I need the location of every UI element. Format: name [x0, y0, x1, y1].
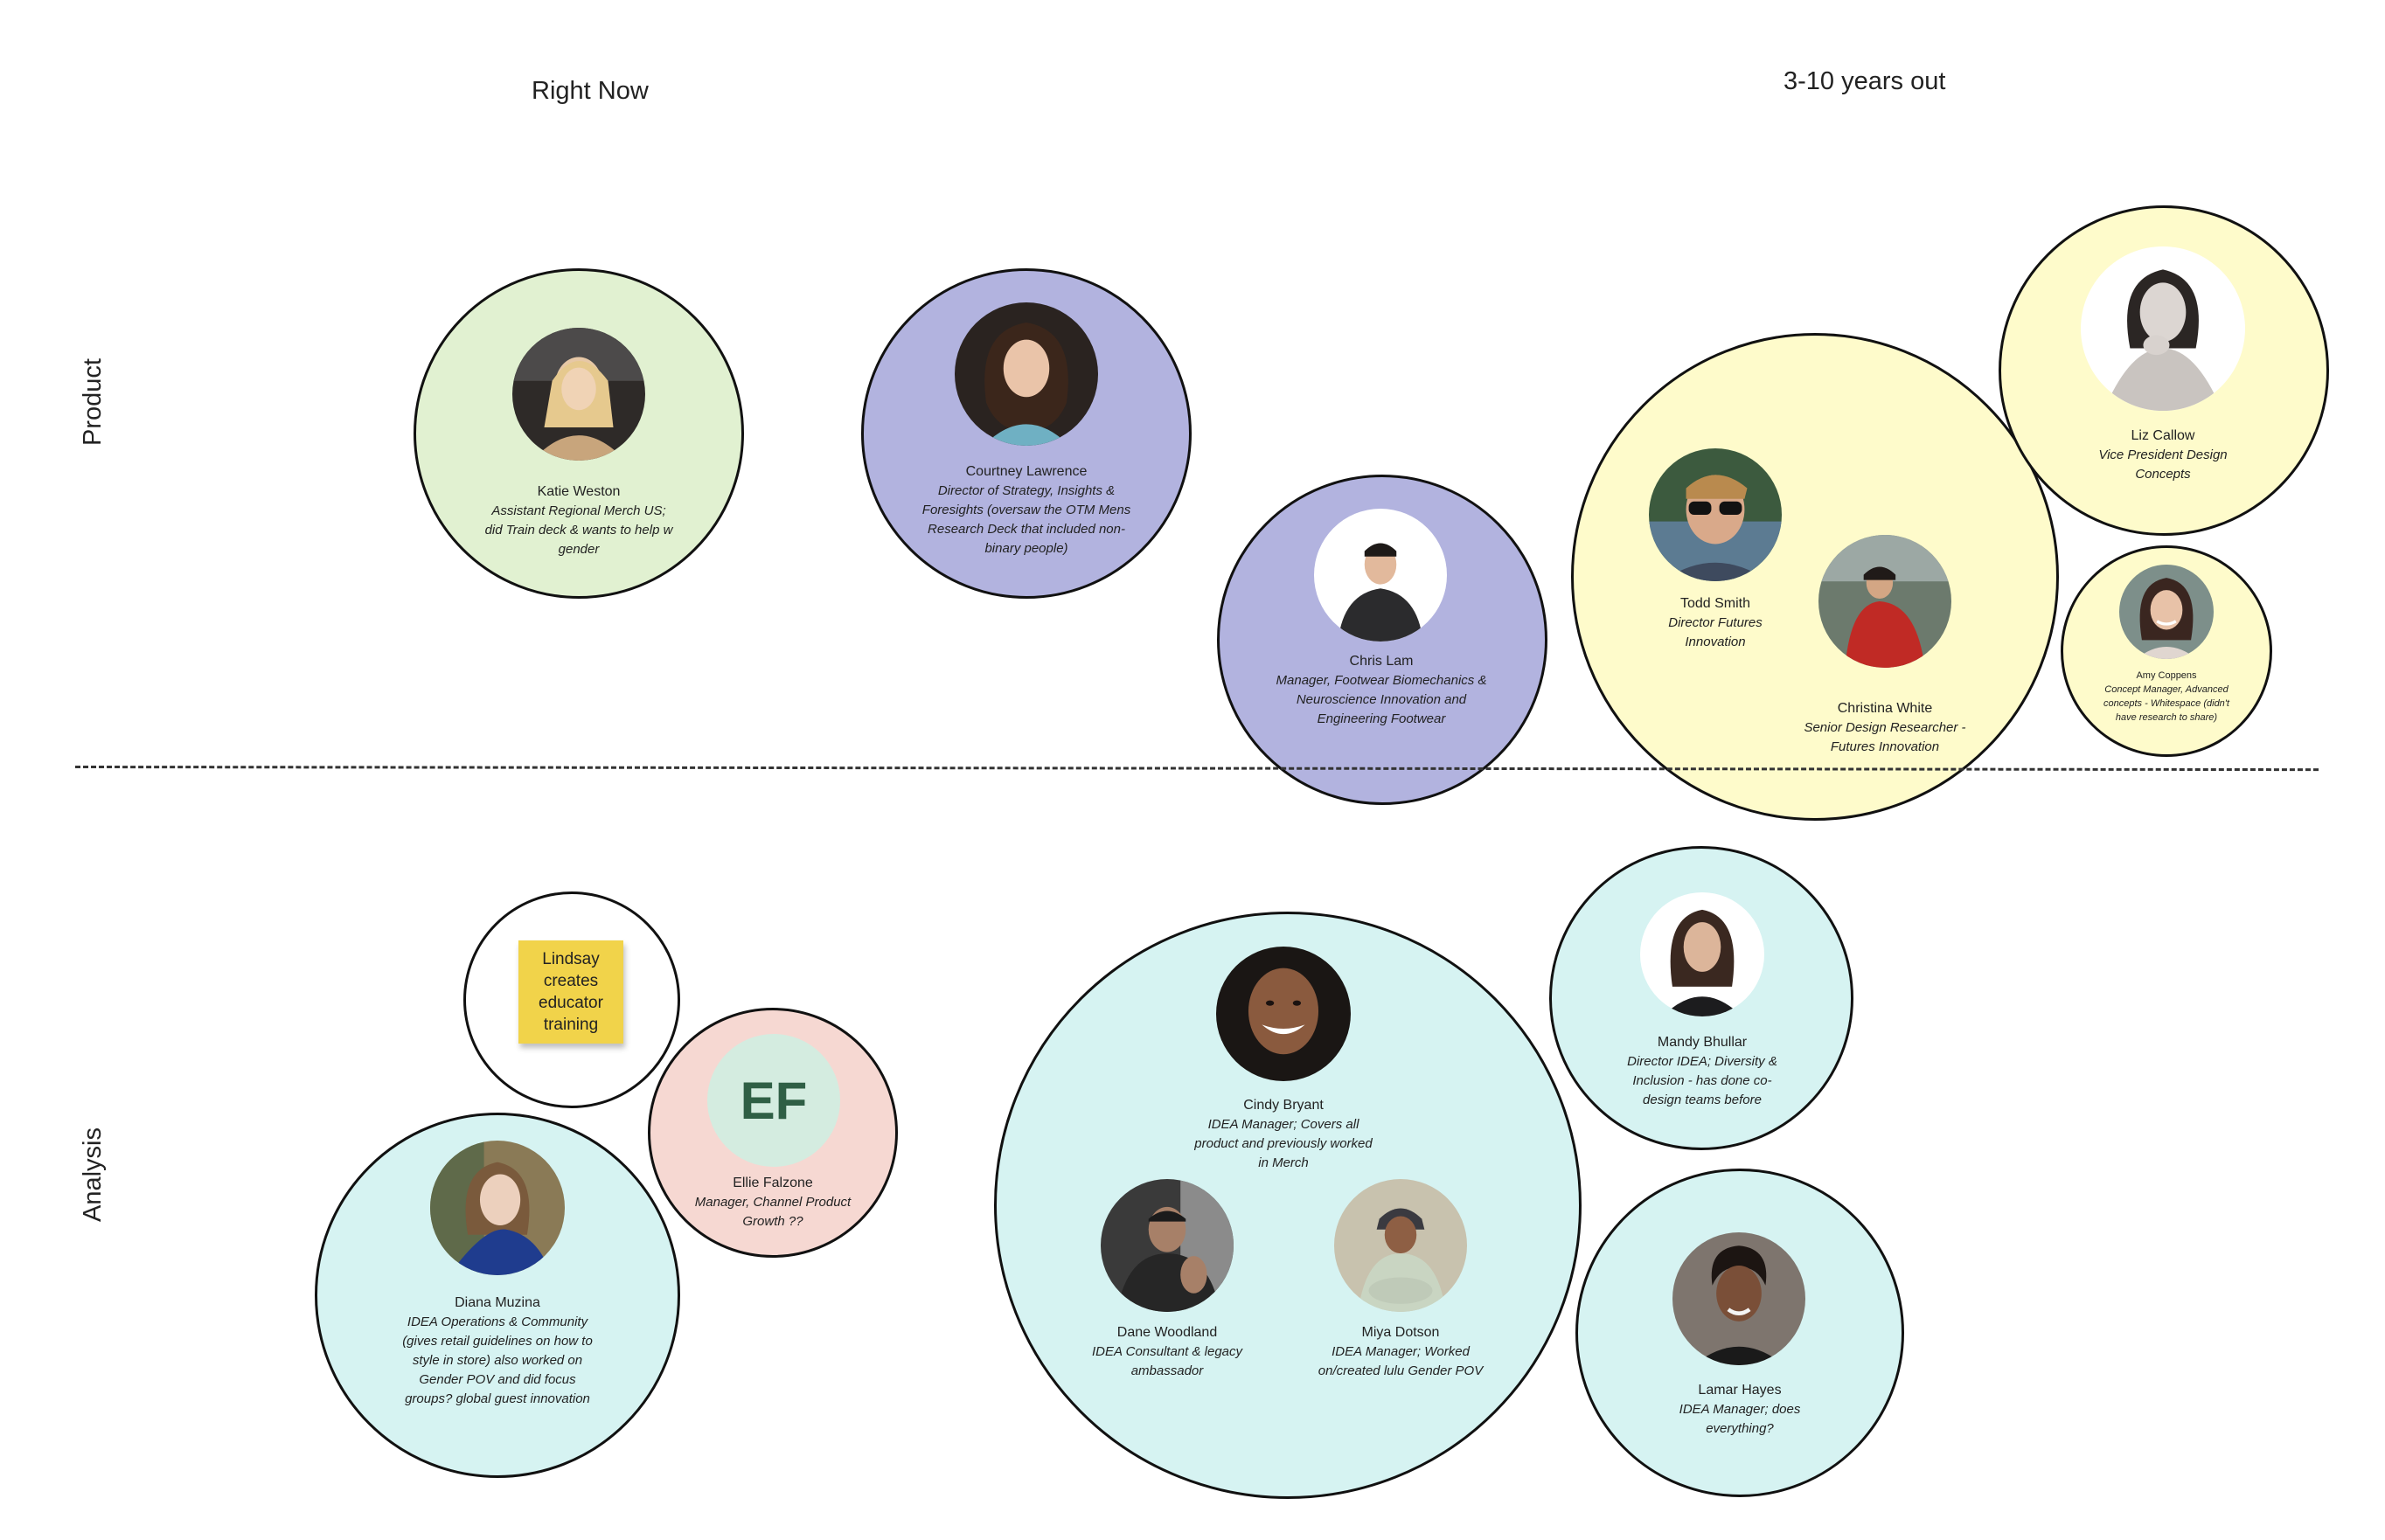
miya-role: IDEA Manager; Worked on/created lulu Gen… [1318, 1344, 1484, 1378]
bubble-diana[interactable] [315, 1113, 680, 1478]
cindy-photo [1216, 947, 1351, 1081]
column-label-future: 3-10 years out [1784, 67, 1946, 95]
todd-role: Director Futures Innovation [1668, 615, 1763, 649]
katie-role: Assistant Regional Merch US; did Train d… [484, 503, 673, 557]
christina-card: Christina White Senior Design Researcher… [1789, 699, 1981, 757]
dane-role: IDEA Consultant & legacy ambassador [1091, 1344, 1243, 1378]
liz-name: Liz Callow [2131, 428, 2195, 443]
ellie-avatar: EF [707, 1034, 840, 1167]
cindy-name: Cindy Bryant [1243, 1098, 1324, 1113]
lamar-name: Lamar Hayes [1698, 1383, 1782, 1398]
miya-photo [1334, 1179, 1467, 1312]
mandy-role: Director IDEA; Diversity & Inclusion - h… [1627, 1054, 1777, 1107]
sticky-note-lindsay[interactable]: Lindsay creates educator training [518, 940, 623, 1044]
cindy-role: IDEA Manager; Covers all product and pre… [1194, 1117, 1373, 1170]
katie-photo [512, 328, 645, 461]
diana-card: Diana Muzina IDEA Operations & Community… [400, 1294, 595, 1409]
ellie-role: Manager, Channel Product Growth ?? [694, 1195, 852, 1229]
mandy-photo [1640, 892, 1764, 1016]
lamar-card: Lamar Hayes IDEA Manager; does everythin… [1652, 1381, 1827, 1439]
todd-card: Todd Smith Director Futures Innovation [1637, 594, 1794, 652]
cindy-card: Cindy Bryant IDEA Manager; Covers all pr… [1192, 1096, 1375, 1173]
miya-card: Miya Dotson IDEA Manager; Worked on/crea… [1311, 1323, 1490, 1381]
ellie-name: Ellie Falzone [733, 1176, 813, 1190]
todd-photo [1649, 448, 1782, 581]
amy-role: Concept Manager, Advanced concepts - Whi… [2103, 684, 2229, 723]
dane-photo [1101, 1179, 1234, 1312]
todd-name: Todd Smith [1679, 596, 1751, 611]
chris-role: Manager, Footwear Biomechanics & Neurosc… [1276, 673, 1487, 726]
courtney-card: Courtney Lawrence Director of Strategy, … [914, 462, 1139, 558]
bubble-futures-team[interactable] [1571, 333, 2059, 821]
christina-name: Christina White [1837, 701, 1933, 716]
lamar-photo [1672, 1232, 1805, 1365]
lamar-role: IDEA Manager; does everything? [1679, 1402, 1801, 1436]
diana-name: Diana Muzina [455, 1295, 540, 1310]
amy-photo [2119, 565, 2214, 659]
dane-name: Dane Woodland [1116, 1325, 1218, 1340]
christina-photo [1818, 535, 1951, 668]
ellie-card: Ellie Falzone Manager, Channel Product G… [683, 1174, 863, 1231]
katie-card: Katie Weston Assistant Regional Merch US… [483, 482, 674, 559]
amy-name: Amy Coppens [2136, 670, 2197, 681]
liz-role: Vice President Design Concepts [2098, 447, 2228, 482]
diana-role: IDEA Operations & Community (gives retai… [402, 1315, 593, 1406]
miya-name: Miya Dotson [1361, 1325, 1440, 1340]
mandy-card: Mandy Bhullar Director IDEA; Diversity &… [1615, 1033, 1790, 1110]
row-label-analysis: Analysis [79, 1127, 107, 1222]
chris-photo [1314, 509, 1447, 642]
courtney-photo [955, 302, 1098, 446]
row-label-product: Product [79, 358, 107, 446]
row-divider [74, 766, 2319, 772]
diana-photo [430, 1141, 565, 1275]
katie-name: Katie Weston [537, 484, 621, 499]
chris-card: Chris Lam Manager, Footwear Biomechanics… [1272, 652, 1491, 729]
chris-name: Chris Lam [1349, 654, 1414, 669]
courtney-role: Director of Strategy, Insights & Foresig… [921, 483, 1131, 556]
courtney-name: Courtney Lawrence [965, 464, 1088, 479]
amy-card: Amy Coppens Concept Manager, Advanced co… [2100, 669, 2233, 725]
christina-role: Senior Design Researcher - Futures Innov… [1804, 720, 1966, 754]
dane-card: Dane Woodland IDEA Consultant & legacy a… [1083, 1323, 1251, 1381]
liz-card: Liz Callow Vice President Design Concept… [2081, 427, 2245, 484]
mandy-name: Mandy Bhullar [1657, 1035, 1748, 1050]
column-label-right-now: Right Now [532, 77, 649, 105]
liz-photo [2081, 246, 2245, 411]
